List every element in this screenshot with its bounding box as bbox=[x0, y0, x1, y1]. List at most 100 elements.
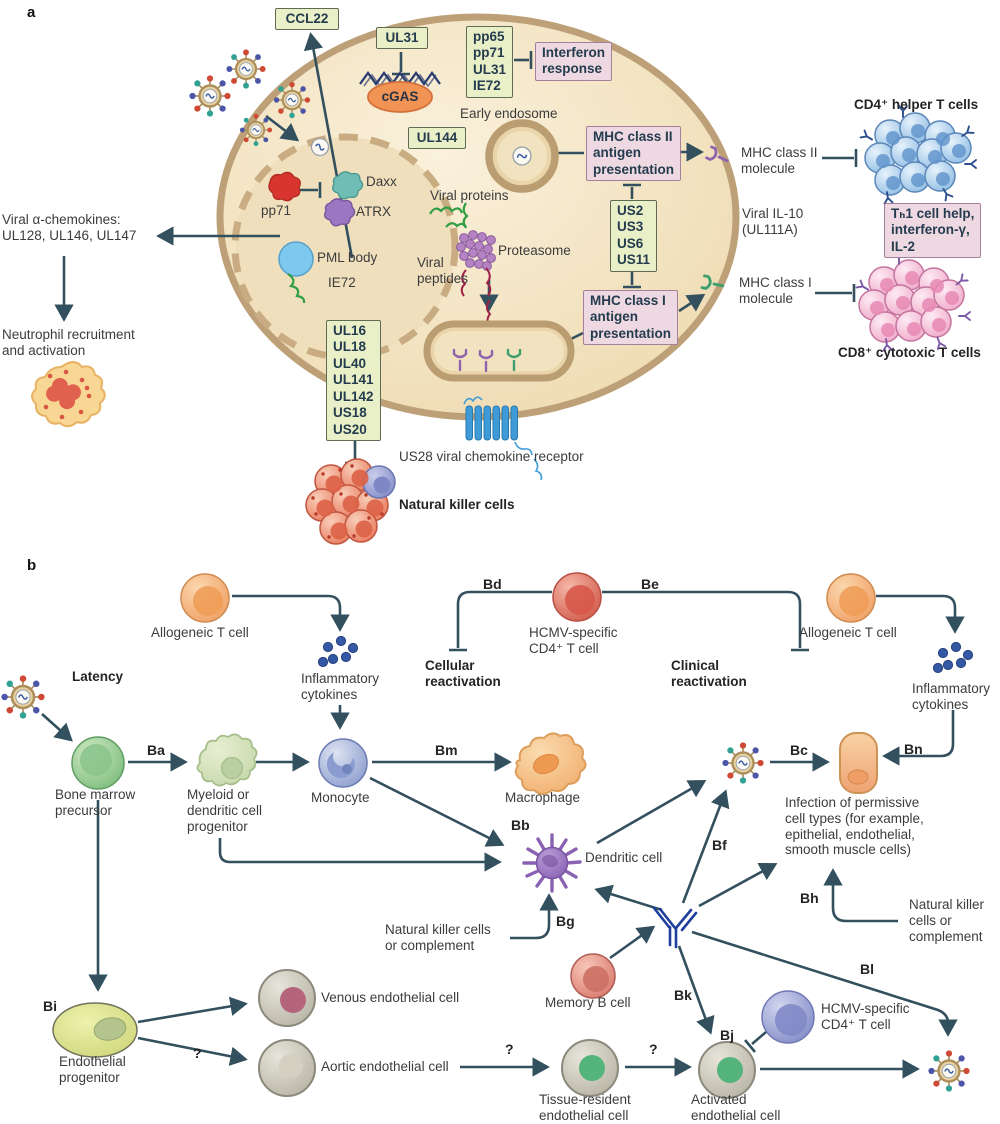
cd4-t-cell-cluster bbox=[859, 105, 977, 205]
cd8-cytotoxic-t-cells-label: CD8⁺ cytotoxic T cells bbox=[838, 345, 981, 360]
pml-body-icon bbox=[278, 241, 314, 277]
ie72-icon bbox=[287, 273, 306, 304]
tag-bc: Bc bbox=[790, 742, 808, 758]
virus-icon bbox=[238, 112, 274, 148]
panel-b-arrows bbox=[41, 590, 965, 1079]
dendritic-cell-label: Dendritic cell bbox=[585, 850, 663, 865]
pml-body-label: PML body bbox=[317, 250, 378, 265]
allogeneic-t-cell-left-label: Allogeneic T cell bbox=[151, 625, 249, 640]
myeloid-progenitor bbox=[196, 733, 258, 787]
monocyte-label: Monocyte bbox=[311, 790, 370, 805]
released-virus-icon bbox=[927, 1049, 971, 1093]
hcmv-cd4-t-cell-top-label: HCMV-specific CD4⁺ T cell bbox=[529, 625, 618, 656]
hcmv-cd4-t-cell-top bbox=[552, 572, 602, 622]
proteasome-label: Proteasome bbox=[498, 243, 571, 258]
neutrophil-recruitment-label: Neutrophil recruitment and activation bbox=[2, 327, 135, 358]
endothelial-progenitor-icon bbox=[52, 1002, 138, 1058]
mhc1-molecule-label: MHC class I molecule bbox=[739, 275, 812, 306]
dendritic-cell-icon bbox=[522, 833, 582, 893]
proteasome-icon bbox=[456, 230, 496, 271]
th1-cell-help-box: Tₕ1 cell help, interferon-γ, IL-2 bbox=[884, 203, 982, 259]
tag-bk: Bk bbox=[674, 987, 692, 1003]
tag-bj: Bj bbox=[720, 1027, 734, 1043]
panel-b-label: b bbox=[27, 557, 37, 574]
cd8-t-cell-cluster bbox=[855, 252, 971, 352]
tag-bf: Bf bbox=[712, 837, 727, 853]
tag-ba: Ba bbox=[147, 742, 165, 758]
tag-be: Be bbox=[641, 576, 659, 592]
macrophage-icon bbox=[514, 732, 587, 795]
mhc1-presentation-box: MHC class I antigen presentation bbox=[583, 290, 679, 346]
venous-endothelial-label: Venous endothelial cell bbox=[321, 990, 460, 1005]
memory-b-cell-icon bbox=[570, 953, 616, 999]
ul31-box: UL31 bbox=[376, 27, 428, 50]
allogeneic-t-cell-right bbox=[826, 573, 876, 623]
mhc1-receptor-icon bbox=[700, 274, 725, 290]
inflammatory-cytokines-left-label: Inflammatory cytokines bbox=[301, 671, 380, 702]
myeloid-progenitor-label: Myeloid or dendritic cell progenitor bbox=[187, 787, 263, 834]
early-endosome-label: Early endosome bbox=[460, 106, 558, 121]
nk-complement-left-label: Natural killer cells or complement bbox=[385, 922, 491, 953]
activated-endothelial-label: Activated endothelial cell bbox=[691, 1092, 781, 1123]
cytokines-icon-right bbox=[932, 641, 974, 674]
allogeneic-t-cell-right-label: Allogeneic T cell bbox=[799, 625, 897, 640]
tag-bd: Bd bbox=[483, 576, 502, 592]
clinical-reactivation-label: Clinical reactivation bbox=[671, 658, 747, 689]
pp71-label: pp71 bbox=[261, 203, 292, 218]
question-mark-activated: ? bbox=[649, 1041, 658, 1057]
tag-bl: Bl bbox=[860, 961, 874, 977]
ul16-nk-evasion-box: UL16 UL18 UL40 UL141 UL142 US18 US20 bbox=[326, 320, 381, 442]
interferon-response-box: Interferon response bbox=[535, 42, 613, 81]
antibody-icon bbox=[652, 906, 698, 949]
mhc2-molecule-label: MHC class II molecule bbox=[741, 145, 818, 176]
macrophage-label: Macrophage bbox=[505, 790, 581, 805]
question-mark-progenitor: ? bbox=[193, 1045, 202, 1061]
nk-complement-right-label: Natural killer cells or complement bbox=[909, 897, 985, 944]
tag-bg: Bg bbox=[556, 913, 575, 929]
endothelial-progenitor-label: Endothelial progenitor bbox=[59, 1054, 126, 1085]
aortic-endothelial-label: Aortic endothelial cell bbox=[321, 1059, 449, 1074]
panel-a-label: a bbox=[27, 4, 36, 21]
cytokines-icon-left bbox=[317, 635, 359, 668]
us2-us3-us6-us11-box: US2 US3 US6 US11 bbox=[610, 200, 658, 272]
nucleus-contents bbox=[268, 135, 364, 304]
cgas-label: cGAS bbox=[381, 89, 419, 104]
tag-bi: Bi bbox=[43, 998, 57, 1014]
latent-virus-icon bbox=[0, 674, 46, 720]
nk-cell-cluster bbox=[305, 458, 396, 545]
permissive-cell-icon bbox=[839, 732, 878, 794]
venous-endothelial-cell-icon bbox=[258, 969, 316, 1027]
bone-marrow-precursor-label: Bone marrow precursor bbox=[55, 787, 136, 818]
ie72-label: IE72 bbox=[328, 275, 356, 290]
tissue-resident-label: Tissue-resident endothelial cell bbox=[539, 1092, 631, 1123]
monocyte-icon bbox=[318, 738, 368, 788]
early-endosome-icon bbox=[485, 119, 559, 193]
viral-proteins-icon bbox=[429, 202, 469, 229]
viral-proteins-label: Viral proteins bbox=[430, 188, 509, 203]
memory-b-cell-label: Memory B cell bbox=[545, 995, 631, 1010]
viral-peptides-label: Viral peptides bbox=[417, 255, 469, 286]
tag-bn: Bn bbox=[904, 741, 923, 757]
virus-icon bbox=[272, 80, 312, 120]
ul144-box: UL144 bbox=[408, 127, 466, 150]
bone-marrow-precursor bbox=[71, 736, 125, 790]
daxx-protein bbox=[331, 171, 364, 200]
daxx-label: Daxx bbox=[366, 174, 397, 189]
mhc2-receptor-icon bbox=[705, 145, 729, 163]
cd4-helper-t-cells-label: CD4⁺ helper T cells bbox=[854, 97, 979, 112]
viral-il10-label: Viral IL-10 (UL111A) bbox=[742, 206, 804, 237]
pp71-protein bbox=[268, 171, 301, 202]
allogeneic-t-cell-left bbox=[180, 573, 230, 623]
hcmv-cd4-t-cell-bottom-label: HCMV-specific CD4⁺ T cell bbox=[821, 1001, 910, 1032]
infection-permissive-label: Infection of permissive cell types (for … bbox=[785, 795, 924, 858]
mhc2-presentation-box: MHC class II antigen presentation bbox=[586, 126, 682, 182]
tag-bb: Bb bbox=[511, 817, 530, 833]
cgas-dna bbox=[359, 71, 441, 113]
ccl22-box: CCL22 bbox=[275, 8, 339, 31]
reactivated-virus-icon bbox=[721, 741, 765, 785]
neutrophil-icon bbox=[31, 361, 106, 428]
virus-icon bbox=[188, 74, 232, 118]
viral-alpha-chemokines-label: Viral α-chemokines: UL128, UL146, UL147 bbox=[2, 212, 137, 243]
